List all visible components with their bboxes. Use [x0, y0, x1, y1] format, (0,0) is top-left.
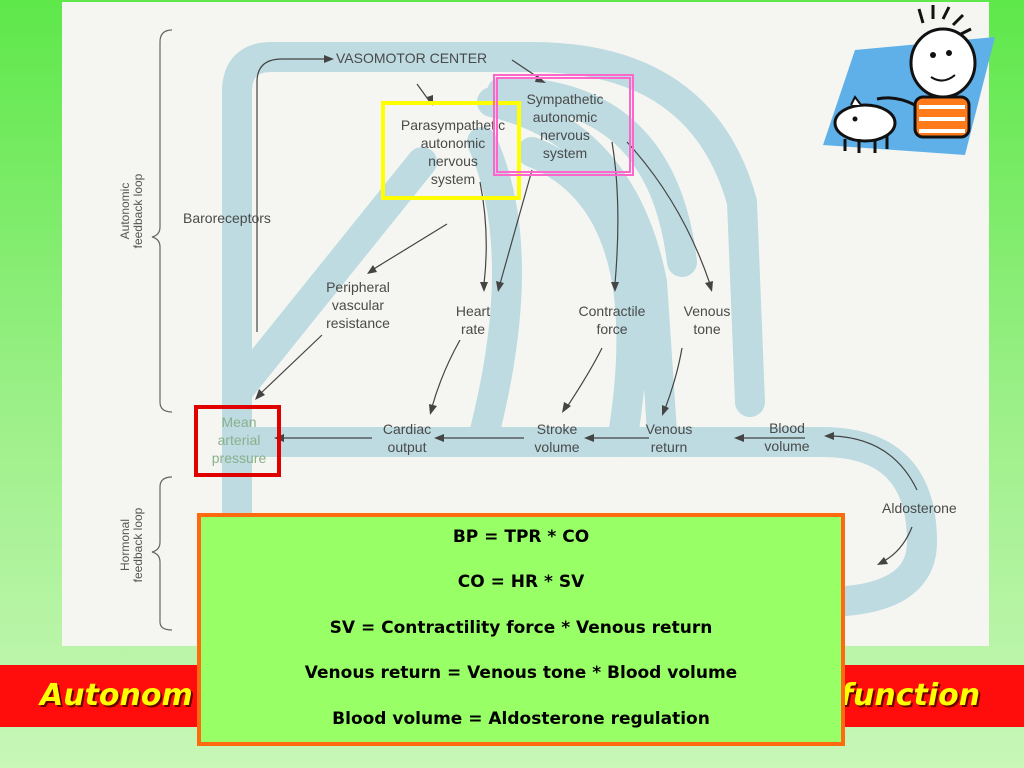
cardiac-line-1: Cardiac — [382, 421, 432, 437]
blood-volume-line-1: Blood — [769, 420, 805, 436]
formula-venous-return: Venous return = Venous tone * Blood volu… — [304, 663, 738, 683]
sympathetic-highlight-box — [493, 74, 634, 176]
formula-box: BP = TPR * CO CO = HR * SV SV = Contract… — [197, 513, 845, 746]
cartoon-boy-piggy-bank-icon — [823, 5, 995, 155]
hormonal-loop-label: Hormonal feedback loop — [118, 490, 145, 600]
vasomotor-center-label: VASOMOTOR CENTER — [336, 50, 488, 66]
venous-return-line-2: return — [650, 439, 688, 455]
parasympathetic-line-3: nervous — [428, 153, 478, 169]
arrow-heads — [255, 55, 888, 565]
formula-blood-volume: Blood volume = Aldosterone regulation — [332, 709, 710, 729]
contractile-line-2: force — [596, 321, 628, 337]
parasympathetic-line-1: Parasympathetic — [400, 117, 506, 133]
venous-return-line-1: Venous — [645, 421, 693, 437]
peripheral-line-3: resistance — [326, 315, 390, 331]
parasympathetic-highlight-box — [381, 101, 521, 200]
cardiac-line-2: output — [387, 439, 427, 455]
blood-volume-line-2: volume — [764, 438, 810, 454]
mean-arterial-pressure-label: Mean arterial pressure — [198, 413, 280, 467]
parasympathetic-line-4: system — [430, 171, 476, 187]
sympathetic-label: Sympathetic autonomic nervous system — [500, 90, 630, 162]
loop-brackets — [151, 29, 173, 631]
sympathetic-line-3: nervous — [540, 127, 590, 143]
heart-rate-line-2: rate — [460, 321, 486, 337]
sympathetic-line-2: autonomic — [532, 109, 598, 125]
heart-rate-label: Heart rate — [443, 302, 503, 338]
venous-tone-label: Venous tone — [672, 302, 742, 338]
autonomic-loop-label: Autonomic feedback loop — [118, 156, 145, 266]
cardiac-output-label: Cardiac output — [367, 420, 447, 456]
stroke-line-2: volume — [534, 439, 580, 455]
arrow-lines — [256, 58, 918, 563]
contractile-force-label: Contractile force — [562, 302, 662, 338]
peripheral-line-1: Peripheral — [326, 279, 390, 295]
mean-arterial-pressure-highlight-box — [194, 405, 281, 477]
aldosterone-label: Aldosterone — [882, 500, 957, 516]
sympathetic-line-4: system — [542, 145, 588, 161]
map-line-1: Mean — [221, 414, 257, 430]
parasympathetic-line-2: autonomic — [420, 135, 486, 151]
map-line-2: arterial — [217, 432, 261, 448]
autonomic-line-2: feedback loop — [131, 173, 145, 249]
contractile-line-1: Contractile — [578, 303, 646, 319]
stroke-volume-label: Stroke volume — [522, 420, 592, 456]
map-line-3: pressure — [211, 450, 267, 466]
venous-tone-line-1: Venous — [683, 303, 731, 319]
title-left-text: Autonom — [40, 678, 193, 713]
stroke-line-1: Stroke — [536, 421, 578, 437]
blood-volume-label: Blood volume — [752, 419, 822, 455]
baroreceptors-label: Baroreceptors — [183, 210, 271, 226]
peripheral-resistance-label: Peripheral vascular resistance — [306, 278, 410, 332]
venous-return-label: Venous return — [632, 420, 706, 456]
pathway-diagram — [151, 29, 937, 646]
formula-sv: SV = Contractility force * Venous return — [329, 618, 713, 638]
sympathetic-line-1: Sympathetic — [526, 91, 604, 107]
hormonal-line-2: feedback loop — [131, 507, 145, 583]
peripheral-line-2: vascular — [331, 297, 385, 313]
venous-tone-line-2: tone — [693, 321, 721, 337]
formula-co: CO = HR * SV — [457, 572, 585, 592]
parasympathetic-label: Parasympathetic autonomic nervous system — [385, 116, 521, 188]
formula-bp: BP = TPR * CO — [452, 527, 590, 547]
title-right-text: function — [840, 678, 981, 713]
heart-rate-line-1: Heart — [455, 303, 491, 319]
